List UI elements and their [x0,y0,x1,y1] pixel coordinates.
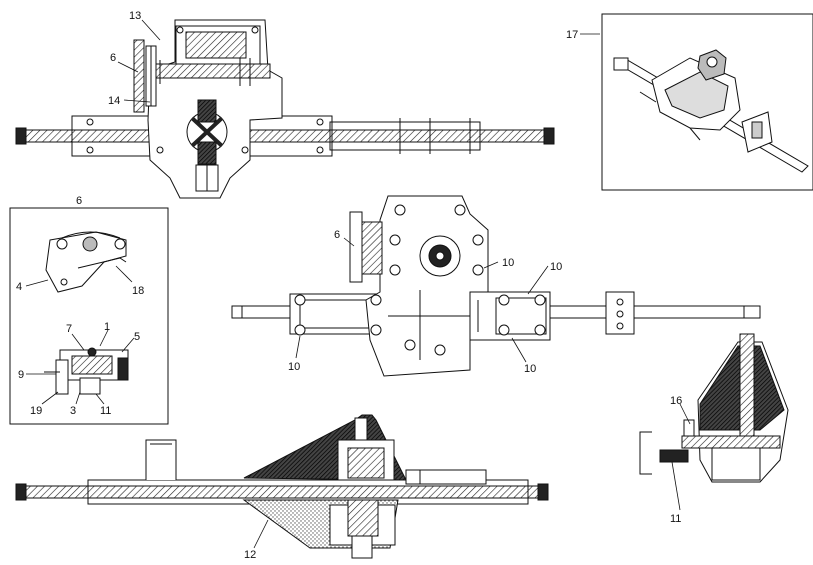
callout-16: 16 [670,395,682,407]
callout-10-c: 10 [288,361,300,373]
inset-perspective-view [601,13,813,191]
callout-10-a: 10 [502,257,514,269]
middle-top-view [231,195,761,377]
callout-6-top: 6 [110,52,116,64]
callout-7: 7 [66,323,72,335]
callout-13: 13 [129,10,141,22]
callout-12: 12 [244,549,256,561]
callout-19: 19 [30,405,42,417]
callout-17: 17 [566,29,578,41]
callout-labels: 13 6 14 17 6 4 18 7 1 5 9 19 3 11 6 10 1… [16,10,682,561]
callout-6-box: 6 [76,195,82,207]
top-section-view [15,19,555,199]
inset-brake-detail [9,207,169,425]
leader-lines [25,19,691,549]
callout-9: 9 [18,369,24,381]
callout-10-d: 10 [524,363,536,375]
callout-11-right: 11 [670,513,681,525]
callout-5: 5 [134,331,140,343]
callout-4: 4 [16,281,22,293]
bottom-right-detail [639,333,789,483]
callout-18: 18 [132,285,144,297]
callout-3: 3 [70,405,76,417]
callout-14: 14 [108,95,120,107]
callout-6-mid: 6 [334,229,340,241]
bottom-section-view [15,414,549,559]
callout-10-b: 10 [550,261,562,273]
callout-11-box: 11 [100,405,111,417]
callout-1: 1 [104,321,110,333]
